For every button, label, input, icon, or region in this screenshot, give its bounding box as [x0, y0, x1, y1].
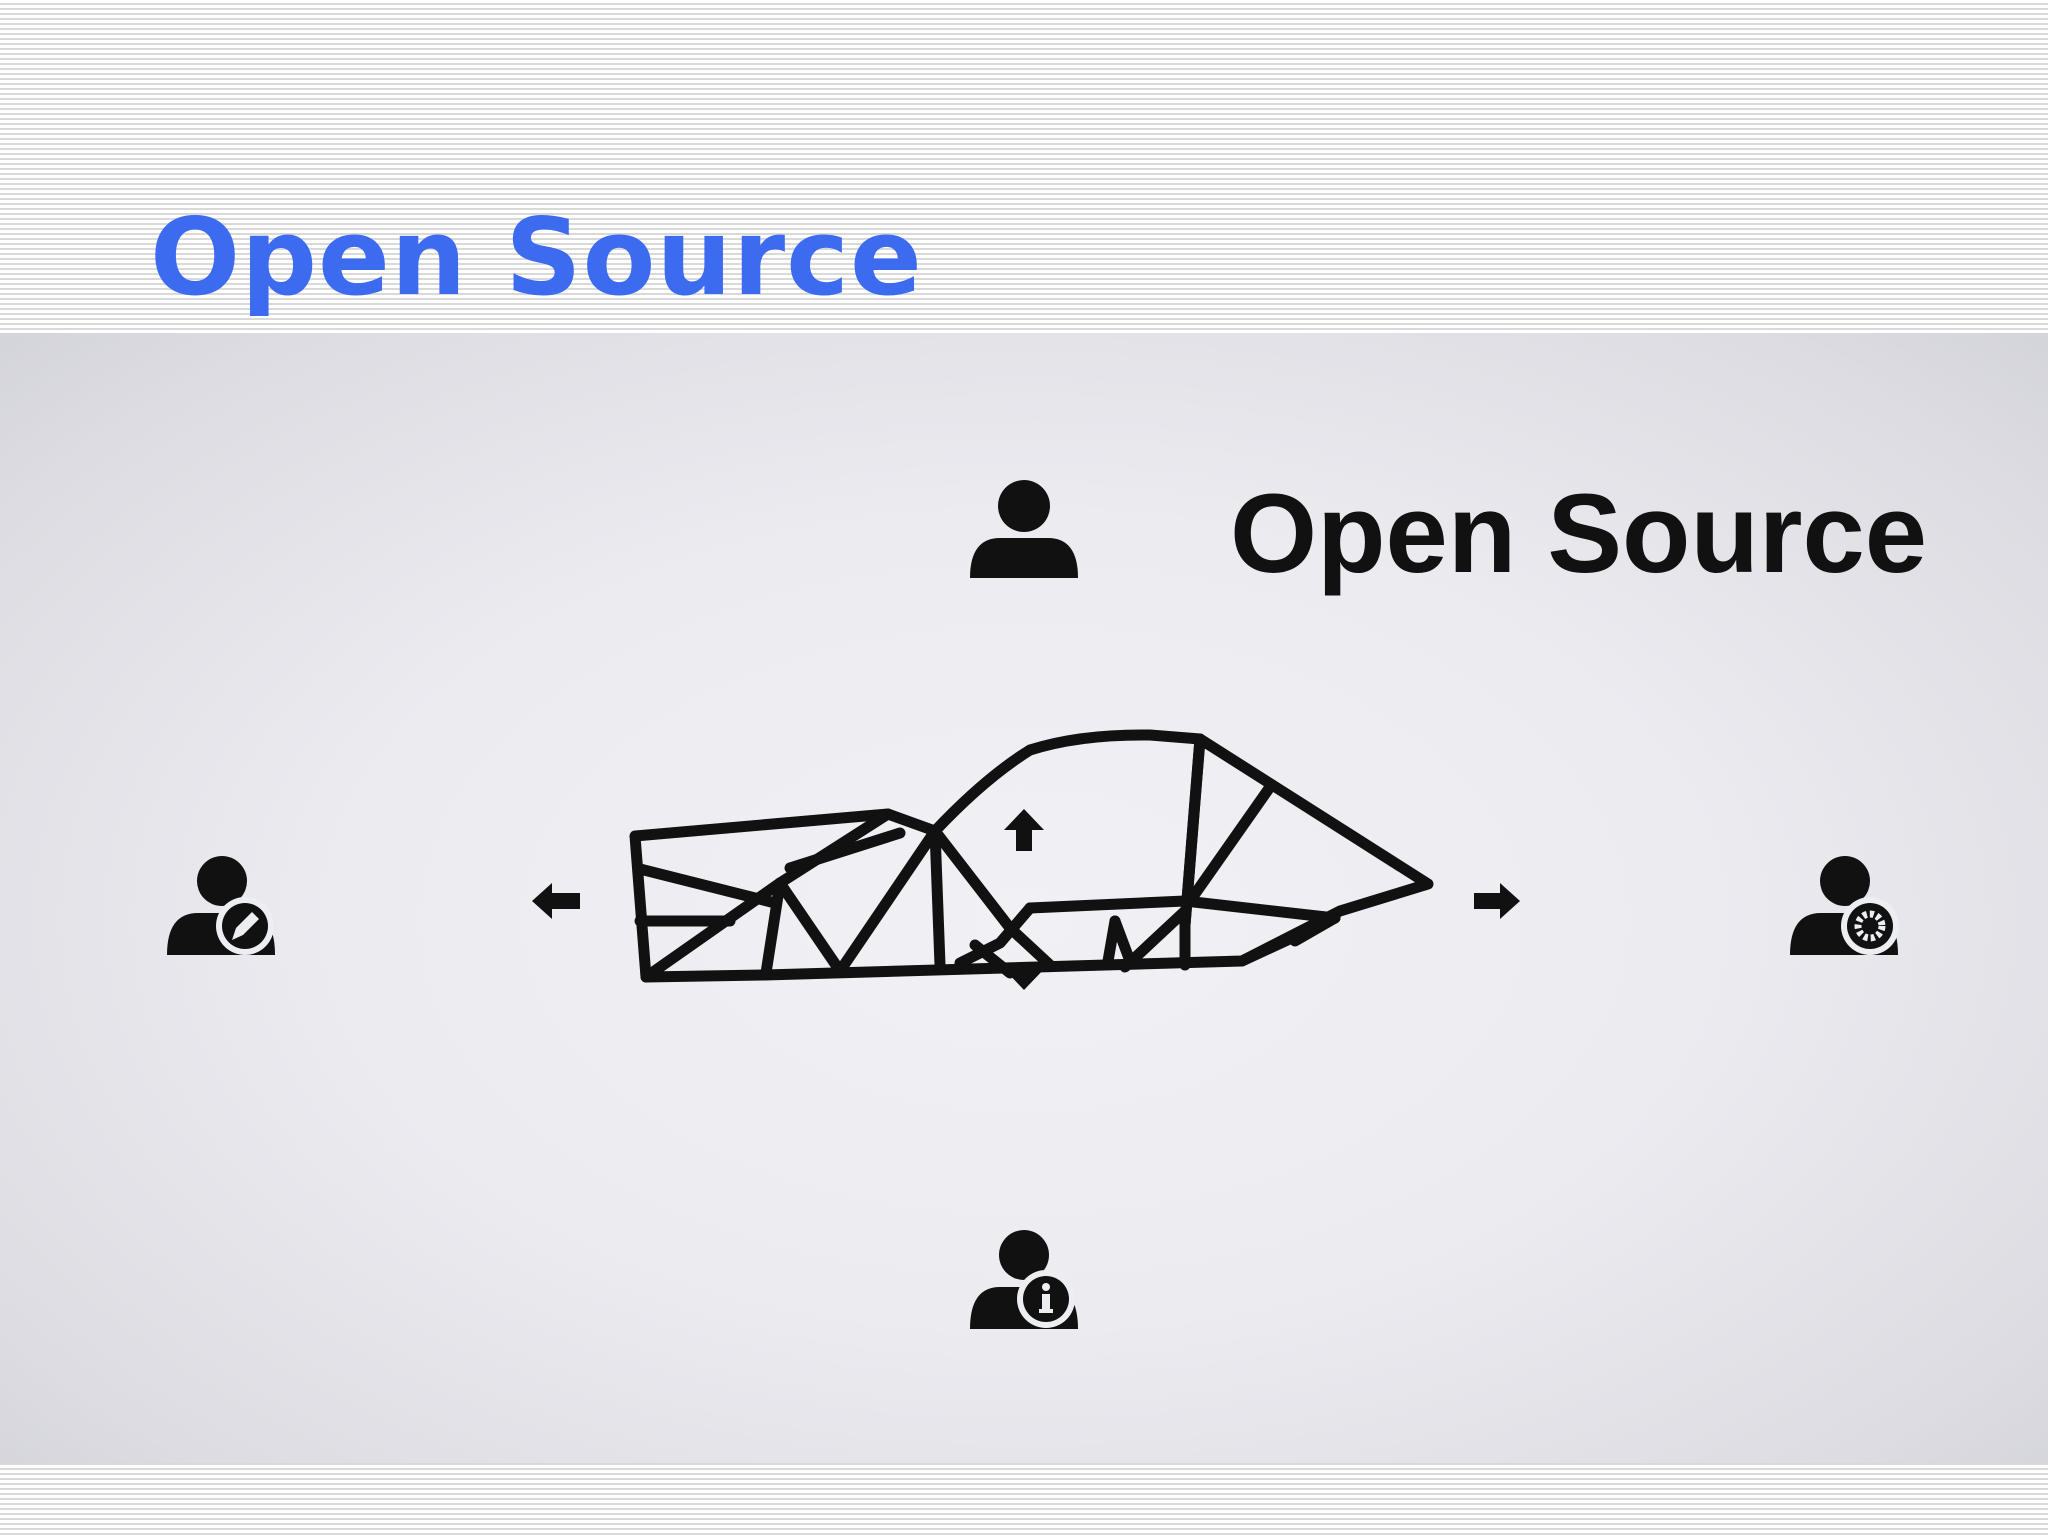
- person-info-icon: [970, 1230, 1078, 1329]
- wireframe-car-icon: [629, 729, 1434, 983]
- arrow-up-icon: [1004, 809, 1044, 851]
- open-source-photo: Open Source: [0, 333, 2048, 1463]
- arrow-right-icon: [1474, 883, 1520, 919]
- person-icon: [970, 480, 1078, 578]
- person-edit-icon: [167, 856, 275, 955]
- arrow-left-icon: [532, 883, 580, 919]
- photo-heading: Open Source: [1230, 471, 1927, 596]
- person-settings-icon: [1790, 856, 1899, 955]
- open-source-diagram: Open Source: [167, 471, 1927, 1329]
- slide-title: Open Source: [150, 196, 923, 319]
